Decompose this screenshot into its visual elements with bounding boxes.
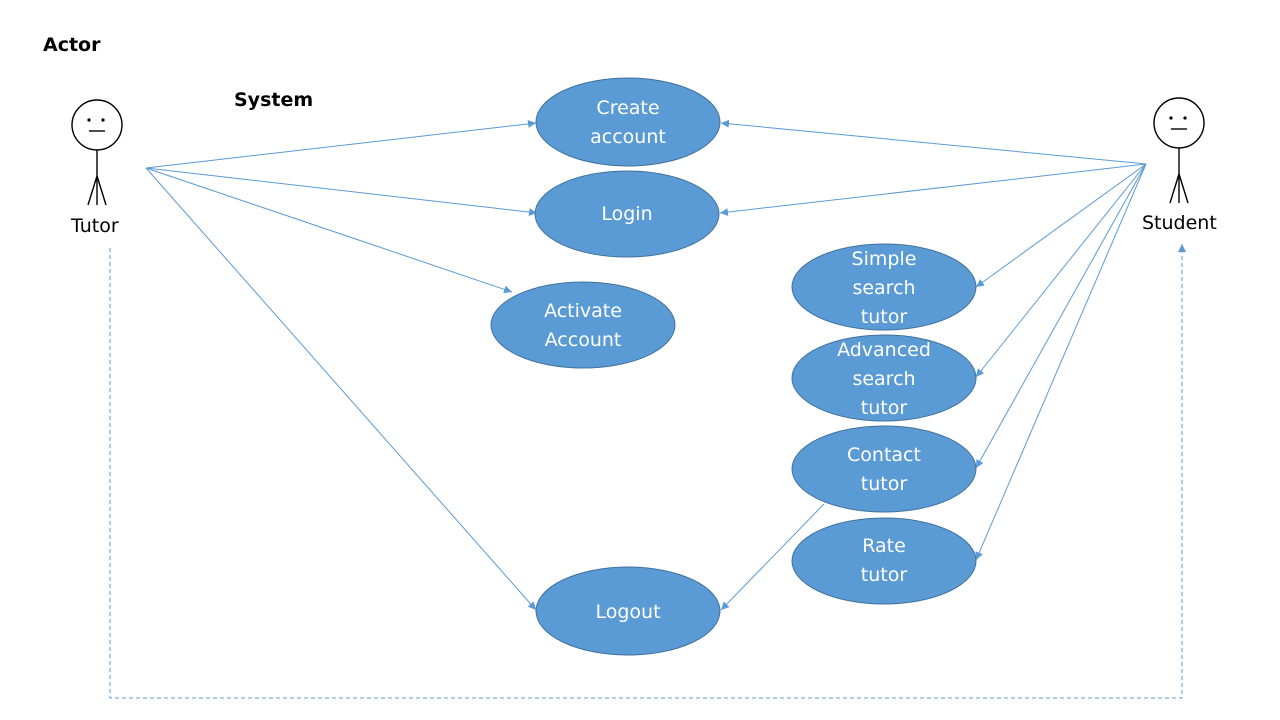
dependency-tutor-student — [109, 244, 1186, 699]
use-case-label-line: tutor — [861, 397, 908, 419]
use-case-create-account[interactable]: Create account — [535, 77, 721, 167]
tutor-actor-label: Tutor — [71, 215, 119, 237]
assoc-tutor-logout — [145, 167, 537, 611]
student-head — [1153, 97, 1205, 149]
assoc-contact-tutor-logout — [720, 503, 825, 611]
use-case-label-line: Login — [601, 203, 652, 225]
tutor-leg-left — [87, 175, 98, 206]
use-case-label-line: Simple — [852, 248, 917, 270]
use-case-advanced-search-tutor[interactable]: Advanced search tutor — [791, 334, 977, 422]
use-case-label-line: tutor — [861, 564, 908, 586]
use-case-label-line: Rate — [862, 535, 906, 557]
use-case-simple-search-tutor[interactable]: Simple search tutor — [791, 243, 977, 331]
tutor-leg-right — [96, 175, 107, 206]
tutor-eye-right — [101, 118, 105, 122]
use-case-label-line: Advanced — [837, 339, 931, 361]
tutor-eye-left — [87, 118, 91, 122]
use-case-label-line: Contact — [847, 444, 921, 466]
tutor-head — [71, 99, 123, 151]
use-case-label-line: tutor — [861, 473, 908, 495]
student-leg-right — [1178, 173, 1189, 204]
assoc-tutor-login — [145, 167, 538, 217]
use-case-label-line: search — [852, 368, 915, 390]
use-case-rate-tutor[interactable]: Rate tutor — [791, 517, 977, 605]
tutor-actor-figure — [71, 99, 123, 206]
student-eye-left — [1169, 116, 1173, 120]
use-case-label-line: search — [852, 277, 915, 299]
assoc-student-contact-tutor — [975, 163, 1147, 469]
use-case-label-line: Logout — [595, 601, 660, 623]
assoc-student-rate-tutor — [975, 163, 1147, 561]
use-case-label-line: tutor — [861, 306, 908, 328]
system-heading: System — [234, 89, 314, 111]
use-case-label-line: Account — [545, 329, 622, 351]
use-case-login[interactable]: Login — [534, 170, 720, 258]
use-case-logout[interactable]: Logout — [535, 566, 721, 656]
use-case-label-line: account — [590, 126, 666, 148]
actor-heading: Actor — [43, 34, 101, 56]
assoc-tutor-create-account — [145, 119, 537, 169]
use-case-activate-account[interactable]: Activate Account — [490, 281, 676, 369]
assoc-student-create-account — [720, 119, 1147, 165]
use-case-contact-tutor[interactable]: Contact tutor — [791, 425, 977, 513]
assoc-student-advanced-search — [975, 163, 1147, 378]
student-actor-label: Student — [1142, 212, 1217, 234]
assoc-tutor-activate-account — [145, 167, 513, 294]
student-leg-left — [1169, 173, 1180, 204]
use-case-label-line: Create — [596, 97, 659, 119]
association-lines — [109, 119, 1186, 699]
assoc-student-login — [719, 163, 1147, 217]
use-case-label-line: Activate — [544, 300, 622, 322]
assoc-student-simple-search — [975, 163, 1147, 288]
student-actor-figure — [1153, 97, 1205, 204]
student-eye-right — [1183, 116, 1187, 120]
